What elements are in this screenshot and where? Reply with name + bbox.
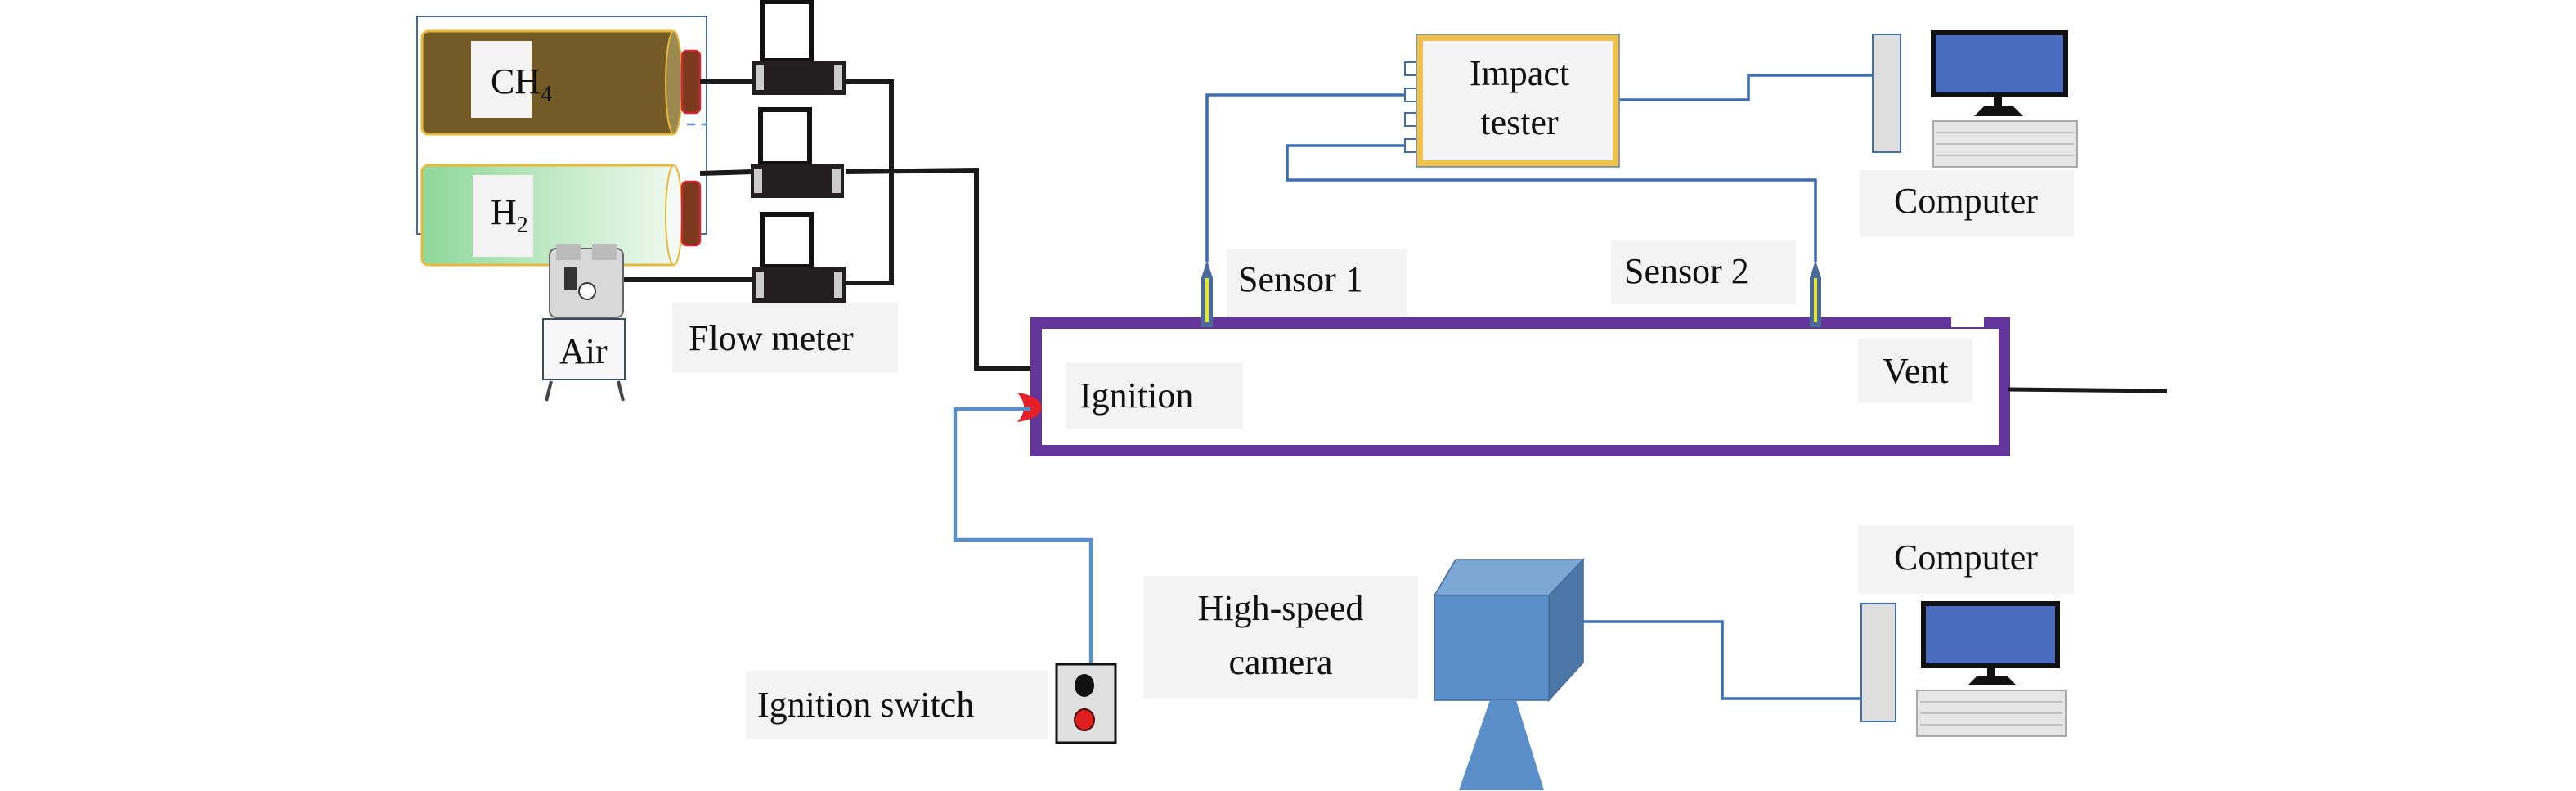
camera-label-line1: High-speed xyxy=(1198,588,1364,628)
impact-tester-label-line2: tester xyxy=(1480,102,1559,142)
sensor-1 xyxy=(1201,260,1213,327)
air-compressor-icon: Air xyxy=(542,244,626,402)
ignition-label: Ignition xyxy=(1079,375,1193,416)
vent-line xyxy=(2008,387,2168,393)
ignition-wire xyxy=(953,407,1093,664)
impact-tester: Impact tester xyxy=(1404,34,1620,168)
computer-top-label: Computer xyxy=(1894,181,2038,221)
signal-wires xyxy=(1205,74,1873,700)
switch-button-black[interactable] xyxy=(1075,674,1094,697)
ch4-label: CH4 xyxy=(491,61,552,107)
air-label: Air xyxy=(559,331,608,371)
flow-meter-1 xyxy=(752,0,846,95)
vent-label: Vent xyxy=(1883,351,1949,391)
computer-top-icon xyxy=(1872,30,2078,168)
h2-cylinder: H2 xyxy=(420,164,702,267)
gas-cylinder-group: CH4 H2 xyxy=(416,16,707,267)
impact-tester-label-line1: Impact xyxy=(1470,53,1569,93)
sensor2-label: Sensor 2 xyxy=(1624,251,1749,291)
computer-bottom-icon xyxy=(1860,601,2067,737)
ignition-switch[interactable] xyxy=(1055,663,1117,744)
vent-opening xyxy=(1951,314,1984,327)
sensor1-label: Sensor 1 xyxy=(1238,259,1363,299)
sensor-2 xyxy=(1810,260,1821,327)
camera-label-line2: camera xyxy=(1229,642,1333,682)
high-speed-camera-icon xyxy=(1433,558,1585,790)
ch4-valve-cap xyxy=(680,49,702,115)
flow-meter-label: Flow meter xyxy=(689,318,854,358)
flow-meter-2 xyxy=(751,107,844,198)
gas-lines xyxy=(622,79,1034,371)
computer-bottom-label: Computer xyxy=(1894,537,2038,578)
camera-lens-icon xyxy=(1459,700,1544,790)
flow-meter-3 xyxy=(752,212,846,303)
ignition-switch-label: Ignition switch xyxy=(757,685,974,725)
h2-label: H2 xyxy=(491,192,528,238)
h2-valve-cap xyxy=(680,180,702,247)
switch-button-red[interactable] xyxy=(1074,708,1095,731)
ch4-cylinder: CH4 xyxy=(420,29,702,136)
combustion-pipe xyxy=(1030,317,2010,456)
